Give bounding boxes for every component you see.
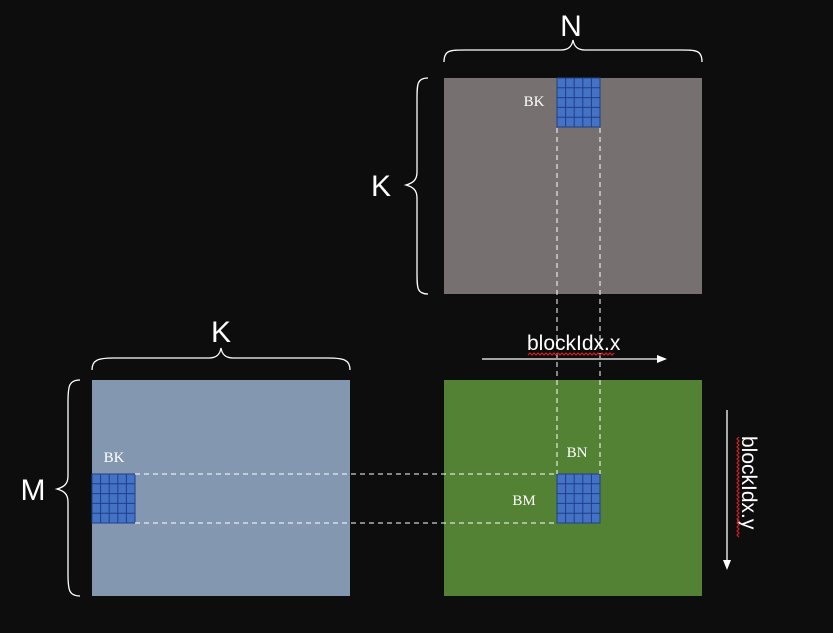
tile-c-height-label: BM bbox=[512, 493, 535, 509]
tile-b bbox=[556, 77, 601, 128]
matrix-b-width-label: N bbox=[560, 10, 582, 43]
brace-b-width bbox=[443, 39, 703, 63]
tile-c-fill bbox=[556, 473, 601, 524]
tile-a-label: BK bbox=[104, 450, 125, 466]
block-idx-x-label: blockIdx.x bbox=[527, 332, 621, 355]
matrix-a-width-label: K bbox=[211, 316, 231, 349]
block-idx-x-arrowhead bbox=[657, 355, 667, 363]
block-idx-y-label: blockIdx.y bbox=[737, 436, 760, 530]
brace-a-width bbox=[91, 347, 351, 371]
matrix-a-height-label: M bbox=[21, 474, 46, 507]
tile-a-fill bbox=[91, 473, 136, 524]
brace-b-height bbox=[403, 77, 429, 295]
tile-b-label: BK bbox=[524, 94, 545, 110]
tile-b-fill bbox=[556, 77, 601, 128]
block-idx-y-arrowhead bbox=[723, 560, 731, 570]
matrix-b-height-label: K bbox=[371, 170, 391, 203]
block-idx-x-spellcheck bbox=[527, 352, 615, 356]
tile-c bbox=[556, 473, 601, 524]
block-idx-y-spellcheck bbox=[736, 436, 740, 538]
tile-a bbox=[91, 473, 136, 524]
tile-c-width-label: BN bbox=[567, 445, 588, 461]
brace-a-height bbox=[54, 379, 81, 597]
